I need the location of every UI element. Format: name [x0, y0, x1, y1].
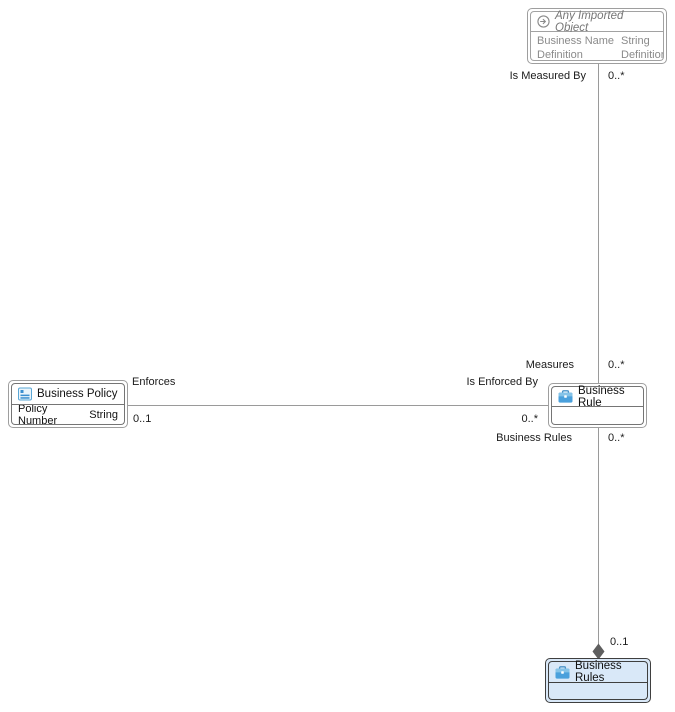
import-arrow-icon	[537, 15, 550, 28]
node-title-bar: Any Imported Object	[530, 9, 664, 34]
edge-enforces-line[interactable]	[128, 405, 548, 406]
multiplicity-enforces: 0..1	[133, 413, 152, 425]
multiplicity-business-rules: 0..*	[608, 432, 625, 444]
multiplicity-aggregation-target: 0..1	[610, 636, 629, 648]
multiplicity-is-measured-by: 0..*	[608, 70, 625, 82]
attribute-type: Definition	[621, 49, 664, 61]
node-business-rule[interactable]: Business Rule	[548, 383, 647, 428]
node-any-imported-object[interactable]: Any Imported Object Business Name String…	[527, 8, 667, 64]
attribute-type: String	[89, 408, 118, 421]
edge-label-is-enforced-by: Is Enforced By	[466, 376, 538, 388]
attribute-type: String	[621, 35, 650, 47]
node-title-bar: Business Rules	[548, 660, 648, 684]
multiplicity-measures: 0..*	[608, 359, 625, 371]
node-title: Business Rule	[578, 384, 625, 409]
edge-measures-line[interactable]	[598, 64, 599, 383]
node-title-bar: Business Rule	[551, 384, 644, 409]
aggregation-diamond-icon	[592, 643, 605, 660]
briefcase-icon	[555, 665, 570, 679]
node-title-bar: Business Policy	[11, 383, 125, 405]
edge-aggregation-line[interactable]	[598, 428, 599, 644]
multiplicity-is-enforced-by: 0..*	[521, 413, 538, 425]
attribute-name: Definition	[537, 49, 583, 61]
briefcase-icon	[558, 390, 573, 403]
node-title: Any Imported Object	[555, 9, 624, 34]
edge-label-measures: Measures	[525, 359, 574, 371]
node-title: Business Rules	[575, 660, 622, 684]
node-attributes: Policy Number String	[11, 405, 125, 425]
attribute-name: Business Name	[537, 35, 615, 47]
node-business-policy[interactable]: Business Policy Policy Number String	[8, 380, 128, 428]
node-attributes: Business Name String Definition Definiti…	[530, 32, 664, 61]
edge-label-is-measured-by: Is Measured By	[509, 70, 586, 82]
node-attributes	[551, 407, 644, 425]
node-attributes	[548, 683, 648, 700]
edge-label-business-rules: Business Rules	[496, 432, 572, 444]
node-title: Business Policy	[37, 388, 118, 400]
node-business-rules[interactable]: Business Rules	[545, 658, 651, 703]
policy-document-icon	[18, 387, 32, 401]
attribute-name: Policy Number	[18, 405, 58, 425]
edge-label-enforces: Enforces	[132, 376, 176, 388]
